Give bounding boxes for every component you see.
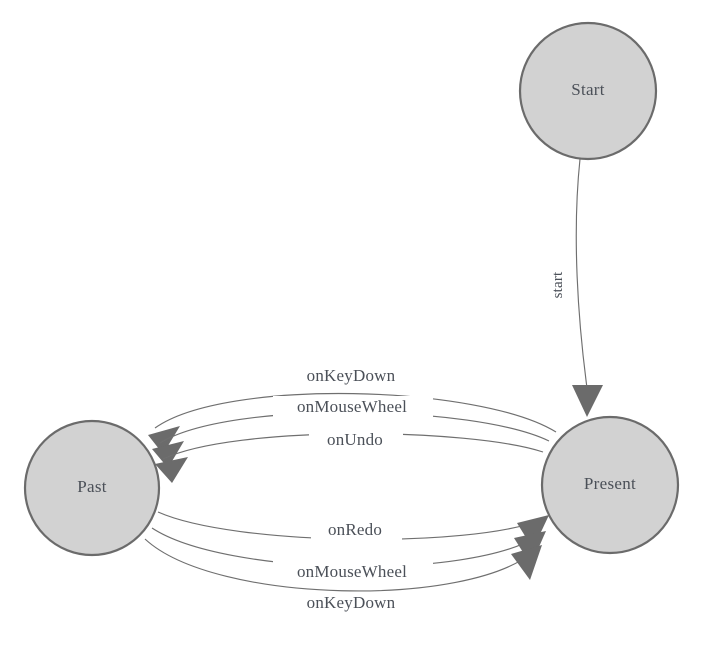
edge-present-to-past-onkeydown[interactable] bbox=[148, 392, 557, 454]
edge-start-to-present-path bbox=[575, 158, 588, 389]
edge-present-to-past-onkeydown-arrowhead bbox=[148, 426, 180, 454]
edge-label-present-past-onundo: onUndo bbox=[309, 429, 403, 451]
edge-past-to-present-onmousewheel-arrowhead bbox=[514, 531, 546, 565]
edge-label-past-present-onkeydown-backdrop bbox=[284, 592, 420, 614]
node-past-label: Past bbox=[77, 477, 107, 496]
edge-past-to-present-onredo-arrowhead bbox=[517, 515, 549, 549]
edge-label-present-past-onkeydown-backdrop bbox=[284, 365, 420, 387]
node-present[interactable]: Present bbox=[540, 415, 680, 555]
node-past[interactable]: Past bbox=[23, 419, 161, 557]
node-start[interactable]: Start bbox=[518, 21, 658, 161]
edge-label-past-present-onredo-backdrop bbox=[311, 519, 402, 541]
edge-start-to-present-arrowhead bbox=[572, 385, 603, 417]
edge-label-present-past-onkeydown-text: onKeyDown bbox=[307, 366, 396, 385]
edge-label-past-present-onkeydown: onKeyDown bbox=[284, 592, 420, 614]
node-present-circle bbox=[540, 415, 680, 555]
edge-label-past-present-onkeydown-text: onKeyDown bbox=[307, 593, 396, 612]
edge-label-present-past-onundo-backdrop bbox=[309, 429, 403, 451]
edge-past-to-present-onkeydown-arrowhead bbox=[511, 545, 542, 580]
edge-label-past-present-onredo-text: onRedo bbox=[328, 520, 382, 539]
edge-label-past-present-onmousewheel-backdrop bbox=[273, 561, 433, 583]
edge-label-present-past-onmousewheel-text: onMouseWheel bbox=[297, 397, 407, 416]
edge-start-to-present[interactable] bbox=[572, 158, 603, 417]
edge-label-start-backdrop bbox=[549, 254, 568, 316]
edge-present-to-past-onmousewheel-arrowhead bbox=[152, 441, 184, 468]
edge-present-to-past-onkeydown-path bbox=[154, 392, 557, 433]
edge-past-to-present-onkeydown[interactable] bbox=[144, 538, 542, 592]
edge-label-past-present-onredo: onRedo bbox=[311, 519, 402, 541]
edge-label-start: start bbox=[549, 254, 568, 316]
edge-present-to-past-onundo-arrowhead bbox=[155, 457, 188, 483]
node-present-label: Present bbox=[584, 474, 636, 493]
edge-past-to-present-onkeydown-path bbox=[144, 538, 535, 592]
edge-label-past-present-onmousewheel: onMouseWheel bbox=[273, 561, 433, 583]
node-start-label: Start bbox=[571, 80, 605, 99]
node-start-circle bbox=[518, 21, 658, 161]
edge-label-past-present-onmousewheel-text: onMouseWheel bbox=[297, 562, 407, 581]
edge-label-present-past-onmousewheel: onMouseWheel bbox=[273, 396, 433, 418]
edge-label-present-past-onkeydown: onKeyDown bbox=[284, 365, 420, 387]
edge-label-present-past-onundo-text: onUndo bbox=[327, 430, 383, 449]
edge-label-start-text: start bbox=[550, 271, 566, 298]
edge-label-present-past-onmousewheel-backdrop bbox=[273, 396, 433, 418]
node-past-circle bbox=[23, 419, 161, 557]
